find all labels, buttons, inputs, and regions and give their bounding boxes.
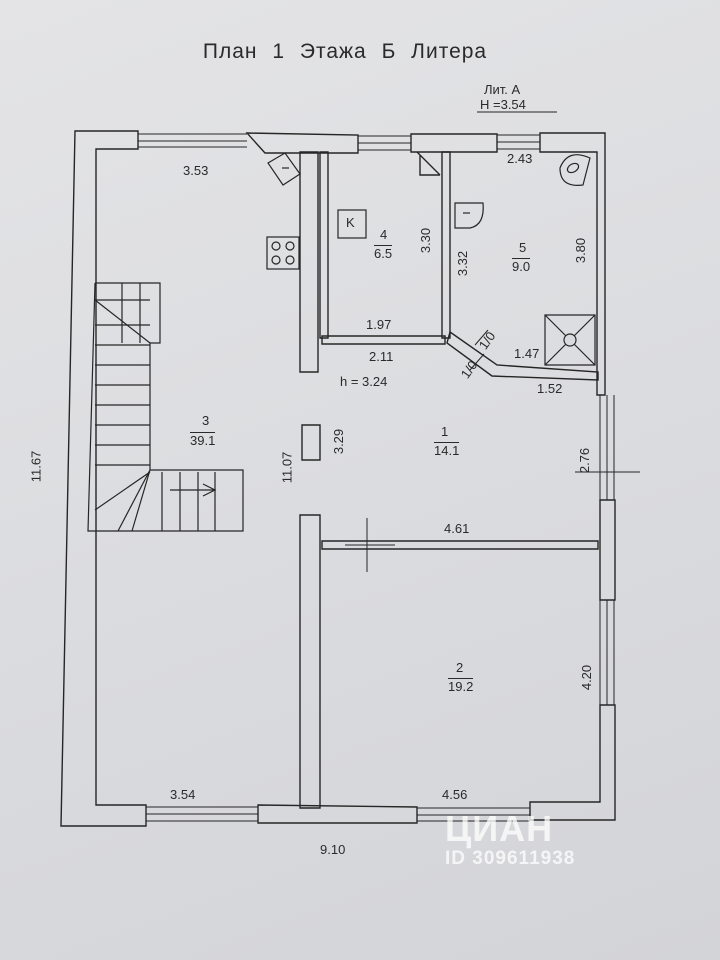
lit-label: Лит. А (484, 82, 521, 97)
toilet-icon (559, 154, 591, 186)
dim-r3-top: 3.53 (183, 163, 209, 178)
fixtures (266, 152, 596, 366)
dim-r2-right: 4.20 (579, 664, 595, 691)
ceiling-height: h = 3.24 (340, 374, 388, 389)
watermark: ЦИАН ID 309611938 (445, 808, 575, 870)
interior-wall (319, 151, 329, 339)
dim-r4-height: 3.30 (418, 227, 434, 254)
room-3-number: 3 (202, 413, 210, 428)
dim-overall-height: 11.67 (28, 450, 44, 483)
interior-wall (299, 514, 321, 809)
dim-r2-bottom: 4.56 (442, 787, 468, 802)
outer-wall (60, 130, 147, 827)
dim-r4-bottom: 1.97 (366, 317, 392, 332)
staircase (87, 282, 244, 532)
lit-height: Н =3.54 (480, 97, 526, 112)
door-mark (469, 329, 489, 371)
room-5-number: 5 (519, 240, 527, 255)
dim-r5-left: 3.32 (455, 250, 471, 277)
outer-wall (410, 133, 498, 153)
room-2-number: 2 (456, 660, 464, 675)
dim-diag-len: 1.47 (514, 346, 540, 361)
room-5-area: 9.0 (512, 258, 531, 274)
dim-wall-left-inner: 11.07 (279, 451, 295, 484)
door-mark (345, 518, 395, 572)
dim-hall-top: 2.11 (369, 349, 394, 364)
dim-r3-bottom: 3.54 (170, 787, 196, 802)
dim-r5-top: 2.43 (507, 151, 533, 166)
interior-wall (321, 540, 599, 550)
window (497, 134, 540, 150)
door-leaf (416, 151, 441, 176)
room-4-area: 6.5 (374, 245, 393, 261)
window (358, 135, 411, 151)
room-2-area: 19.2 (448, 678, 474, 694)
outer-wall (245, 132, 359, 154)
room-3-area: 39.1 (190, 432, 216, 448)
outer-wall (529, 704, 616, 821)
outer-wall (599, 499, 616, 601)
dim-hall-left: 3.29 (331, 428, 347, 455)
room-1-area: 14.1 (434, 442, 460, 458)
outer-wall (257, 804, 418, 824)
washbasin-icon (454, 202, 484, 229)
watermark-id: ID 309611938 (445, 848, 576, 869)
window (599, 395, 615, 500)
interior-wall (321, 335, 446, 345)
watermark-brand: ЦИАН (445, 808, 554, 849)
dim-hall-right: 2.76 (577, 447, 593, 474)
window (146, 806, 258, 822)
sink-icon (267, 152, 301, 186)
dim-hall-right-top: 1.52 (537, 381, 563, 396)
dim-overall-width: 9.10 (320, 842, 346, 857)
stove-icon (266, 236, 300, 270)
interior-wall (299, 151, 319, 373)
room-1-number: 1 (441, 424, 449, 439)
room-4-number: 4 (380, 227, 388, 242)
window (138, 133, 247, 148)
door-block (301, 424, 321, 461)
kitchen-box-icon (337, 209, 367, 239)
window (417, 807, 530, 822)
interior-wall (446, 330, 599, 381)
outer-wall (539, 132, 606, 396)
plan-title: План 1 Этажа Б Литера (202, 40, 488, 63)
window (599, 600, 615, 705)
dim-r5-right: 3.80 (573, 237, 589, 264)
interior-wall (441, 151, 451, 339)
kitchen-letter: K (346, 215, 355, 230)
dim-hall-bottom: 4.61 (444, 521, 470, 536)
